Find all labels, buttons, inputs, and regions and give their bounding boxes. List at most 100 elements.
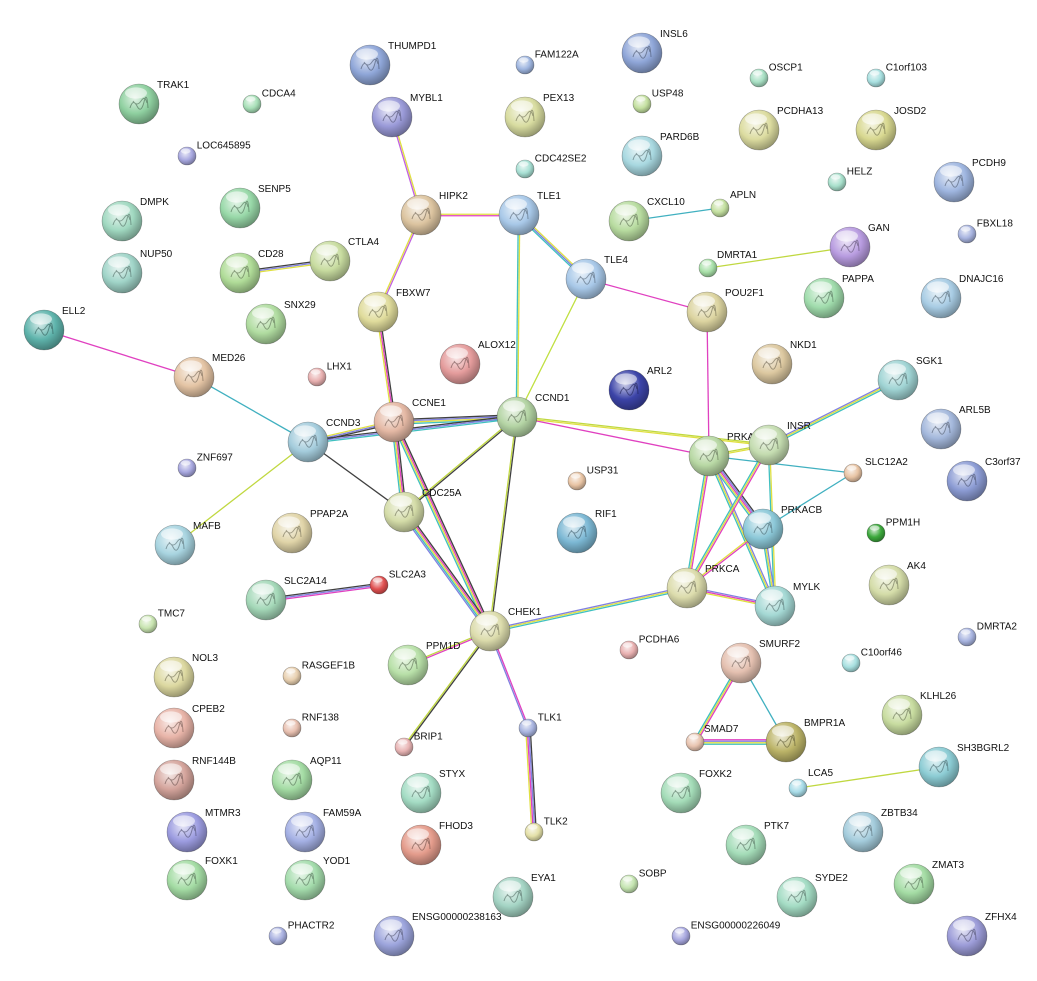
node-fbxw7[interactable]: FBXW7 [357,288,431,333]
node-cdc42se2[interactable]: CDC42SE2 [515,153,587,179]
node-ppap2a[interactable]: PPAP2A [271,509,348,554]
node-zmat3[interactable]: ZMAT3 [893,860,964,905]
node-senp5[interactable]: SENP5 [219,184,291,229]
node-dnajc16[interactable]: DNAJC16 [920,274,1004,319]
node-prkaca[interactable]: PRKACA [688,432,768,477]
node-thumpd1[interactable]: THUMPD1 [349,41,437,86]
node-cdc25a[interactable]: CDC25A [383,488,462,533]
node-fbxl18[interactable]: FBXL18 [957,218,1013,244]
node-ppm1h[interactable]: PPM1H [866,517,920,543]
node-insl6[interactable]: INSL6 [621,29,688,74]
node-oscp1[interactable]: OSCP1 [749,62,803,88]
node-fhod3[interactable]: FHOD3 [400,821,473,866]
node-usp48[interactable]: USP48 [632,88,684,114]
node-dmrta2[interactable]: DMRTA2 [957,621,1017,647]
node-prkca[interactable]: PRKCA [666,564,740,609]
node-pcdh9[interactable]: PCDH9 [933,158,1006,203]
node-slc2a14[interactable]: SLC2A14 [245,576,327,621]
node-prkacb[interactable]: PRKACB [742,505,822,550]
node-c3orf37[interactable]: C3orf37 [946,457,1021,502]
node-ppm1d[interactable]: PPM1D [387,641,460,686]
node-sgk1[interactable]: SGK1 [877,356,943,401]
node-sobp[interactable]: SOBP [619,868,667,894]
node-arl5b[interactable]: ARL5B [920,405,991,450]
node-rnf144b[interactable]: RNF144B [153,756,236,801]
node-trak1[interactable]: TRAK1 [118,80,190,125]
node-rif1[interactable]: RIF1 [556,509,617,554]
node-fam59a[interactable]: FAM59A [284,808,362,853]
node-mylk[interactable]: MYLK [754,582,821,627]
node-dmpk[interactable]: DMPK [101,197,169,242]
node-ctla4[interactable]: CTLA4 [309,237,380,282]
node-styx[interactable]: STYX [400,769,465,814]
node-tle1[interactable]: TLE1 [498,191,561,236]
node-pex13[interactable]: PEX13 [504,93,575,138]
node-yod1[interactable]: YOD1 [284,856,351,901]
node-c1orf103[interactable]: C1orf103 [866,62,927,88]
node-rnf138[interactable]: RNF138 [282,712,339,738]
node-loc645895[interactable]: LOC645895 [177,140,251,166]
node-smad7[interactable]: SMAD7 [685,724,739,752]
node-syde2[interactable]: SYDE2 [776,873,848,918]
node-pappa[interactable]: PAPPA [803,274,874,319]
node-dmrta1[interactable]: DMRTA1 [698,250,758,278]
node-pou2f1[interactable]: POU2F1 [686,288,764,333]
node-ccnd3[interactable]: CCND3 [287,418,361,463]
node-gan[interactable]: GAN [829,223,890,268]
node-insr[interactable]: INSR [748,421,811,466]
node-ell2[interactable]: ELL2 [23,306,86,351]
node-smurf2[interactable]: SMURF2 [720,639,801,684]
node-ccne1[interactable]: CCNE1 [373,398,446,443]
node-pard6b[interactable]: PARD6B [621,132,700,177]
node-josd2[interactable]: JOSD2 [855,106,927,151]
node-ensg00000238163[interactable]: ENSG00000238163 [373,912,502,957]
node-tlk2[interactable]: TLK2 [524,816,568,842]
node-mybl1[interactable]: MYBL1 [371,93,443,138]
node-nup50[interactable]: NUP50 [101,249,173,294]
node-tle4[interactable]: TLE4 [565,255,628,300]
node-phactr2[interactable]: PHACTR2 [268,920,335,946]
node-nol3[interactable]: NOL3 [153,653,219,698]
node-zfhx4[interactable]: ZFHX4 [946,912,1017,957]
node-ak4[interactable]: AK4 [868,561,926,606]
node-pcdha6[interactable]: PCDHA6 [619,634,680,660]
node-lca5[interactable]: LCA5 [788,768,833,798]
node-snx29[interactable]: SNX29 [245,300,316,345]
node-fam122a[interactable]: FAM122A [515,49,579,75]
node-aqp11[interactable]: AQP11 [271,756,342,801]
node-znf697[interactable]: ZNF697 [177,452,233,478]
node-hipk2[interactable]: HIPK2 [400,191,468,236]
node-eya1[interactable]: EYA1 [492,873,556,918]
node-apln[interactable]: APLN [710,190,756,218]
node-cxcl10[interactable]: CXCL10 [608,197,685,242]
node-foxk1[interactable]: FOXK1 [166,856,238,901]
node-arl2[interactable]: ARL2 [608,366,672,411]
node-mafb[interactable]: MAFB [154,521,221,566]
node-nkd1[interactable]: NKD1 [751,340,817,385]
node-ensg00000226049[interactable]: ENSG00000226049 [671,920,781,946]
node-slc12a2[interactable]: SLC12A2 [843,457,908,483]
node-tlk1[interactable]: TLK1 [518,712,562,738]
node-med26[interactable]: MED26 [173,353,246,398]
node-bmpr1a[interactable]: BMPR1A [765,718,845,763]
node-chek1[interactable]: CHEK1 [469,607,542,652]
node-usp31[interactable]: USP31 [567,465,619,491]
node-cdca4[interactable]: CDCA4 [242,88,296,114]
node-brip1[interactable]: BRIP1 [394,731,443,757]
node-c10orf46[interactable]: C10orf46 [841,647,902,673]
node-cpeb2[interactable]: CPEB2 [153,704,225,749]
node-klhl26[interactable]: KLHL26 [881,691,957,736]
node-zbtb34[interactable]: ZBTB34 [842,808,918,853]
node-slc2a3[interactable]: SLC2A3 [369,569,426,595]
node-rasgef1b[interactable]: RASGEF1B [282,660,355,686]
node-ccnd1[interactable]: CCND1 [496,393,570,438]
node-mtmr3[interactable]: MTMR3 [166,808,241,853]
node-ptk7[interactable]: PTK7 [725,821,789,866]
node-lhx1[interactable]: LHX1 [307,361,352,387]
node-tmc7[interactable]: TMC7 [138,608,185,634]
node-pcdha13[interactable]: PCDHA13 [738,106,824,151]
node-helz[interactable]: HELZ [827,166,872,192]
node-foxk2[interactable]: FOXK2 [660,769,732,814]
node-sh3bgrl2[interactable]: SH3BGRL2 [918,743,1010,788]
node-alox12[interactable]: ALOX12 [439,340,516,385]
